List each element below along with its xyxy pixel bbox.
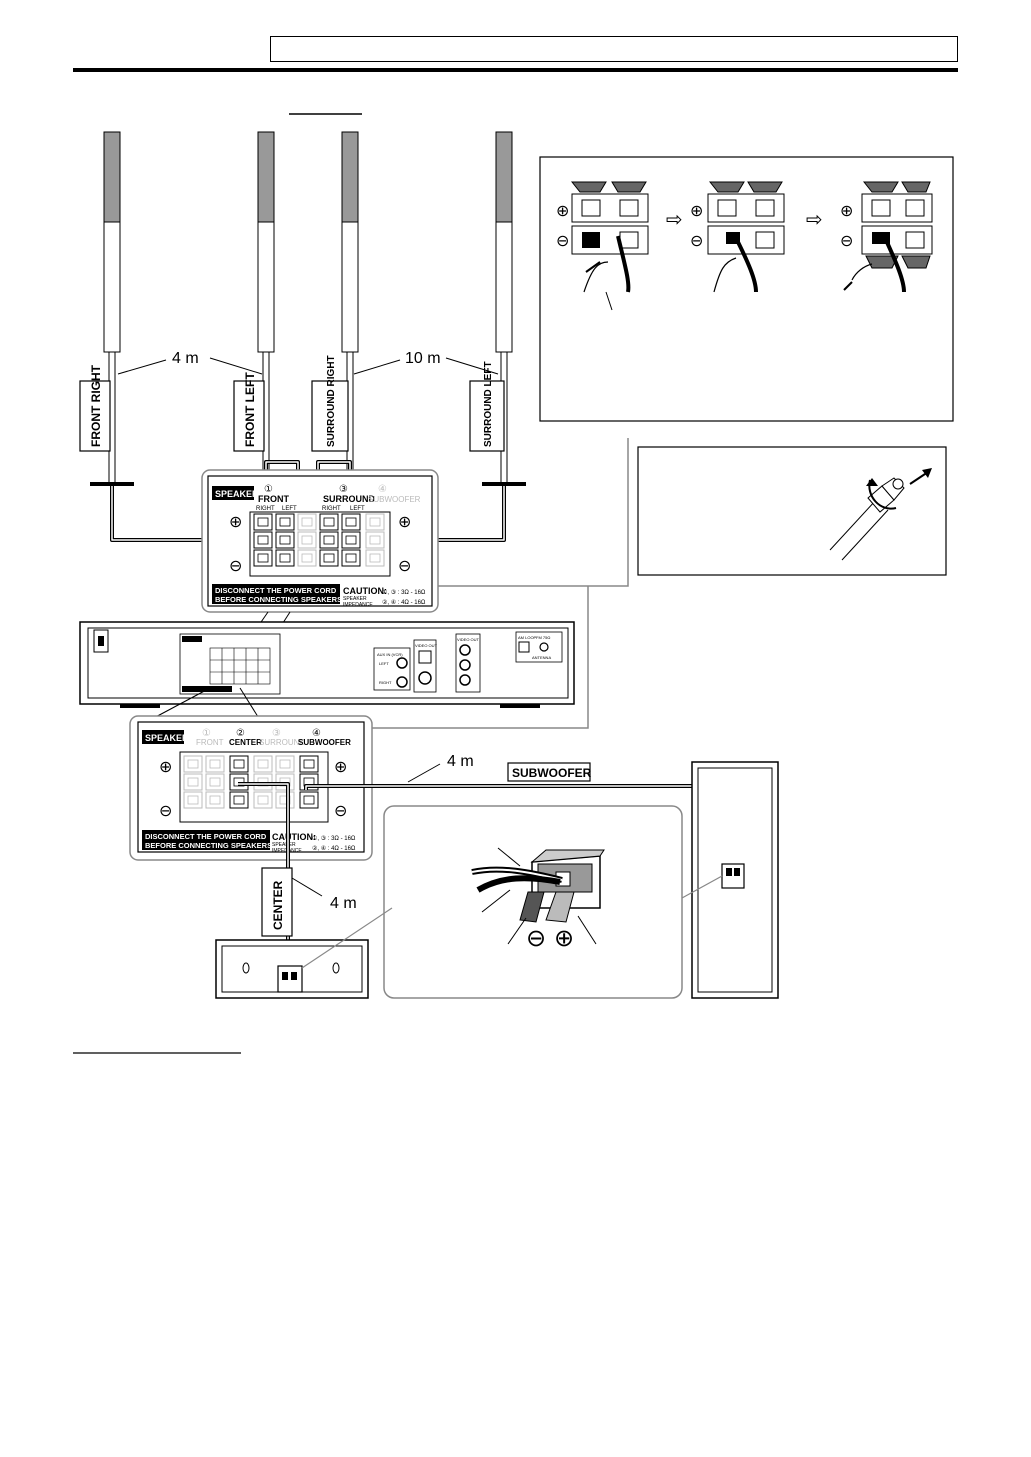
svg-text:②, ④ : 4Ω - 16Ω: ②, ④ : 4Ω - 16Ω: [382, 599, 426, 606]
wire-twist-box: [637, 446, 947, 576]
top-terminal-panel: SPEAKERS ① FRONT RIGHT LEFT ③ SURROUND R…: [201, 469, 439, 613]
svg-text:⊕: ⊕: [229, 514, 242, 531]
svg-text:SURROUND: SURROUND: [323, 494, 376, 504]
svg-text:⊕: ⊕: [690, 203, 703, 220]
svg-text:⊕: ⊕: [159, 759, 172, 776]
svg-text:⊕: ⊕: [840, 203, 853, 220]
svg-text:⊖: ⊖: [229, 558, 242, 575]
front-cable-length: 4 m: [172, 350, 199, 367]
svg-text:①: ①: [202, 728, 211, 739]
svg-text:DISCONNECT THE POWER CORD: DISCONNECT THE POWER CORD: [215, 586, 337, 595]
subwoofer-cabinet: [691, 761, 779, 999]
svg-text:BEFORE CONNECTING SPEAKERS: BEFORE CONNECTING SPEAKERS: [215, 595, 342, 604]
subwoofer-cable-length: 4 m: [447, 753, 474, 770]
subwoofer-label-box: [507, 762, 591, 782]
spring-terminal-detail: ⊖ ⊕: [301, 805, 723, 999]
center-label: CENTER: [271, 880, 285, 930]
front-right-label-box: [79, 380, 111, 452]
step-1-illustration: ⊕ ⊖: [556, 180, 650, 311]
surround-right-label: SURROUND RIGHT: [326, 355, 337, 447]
svg-text:⊖: ⊖: [840, 233, 853, 250]
svg-text:①, ③ : 3Ω - 16Ω: ①, ③ : 3Ω - 16Ω: [382, 589, 426, 596]
svg-text:RIGHT: RIGHT: [322, 506, 341, 512]
svg-text:LEFT: LEFT: [282, 506, 297, 512]
svg-text:FM 75Ω: FM 75Ω: [536, 635, 550, 640]
step-arrow-1: ⇨: [666, 209, 683, 231]
surround-cable-length: 10 m: [405, 350, 441, 367]
svg-text:FRONT: FRONT: [258, 494, 289, 504]
step-arrow-2: ⇨: [806, 209, 823, 231]
front-right-label: FRONT RIGHT: [89, 364, 103, 447]
center-speaker: [215, 939, 369, 999]
svg-text:AUX IN (VCR): AUX IN (VCR): [377, 652, 403, 657]
svg-text:IMPEDANCE: IMPEDANCE: [343, 602, 373, 608]
center-label-box: [261, 867, 293, 937]
header-rule: [73, 68, 958, 72]
step-3-illustration: ⊕ ⊖: [840, 181, 933, 293]
svg-text:⊖: ⊖: [334, 803, 347, 820]
svg-text:RIGHT: RIGHT: [256, 506, 275, 512]
svg-text:⊖: ⊖: [690, 233, 703, 250]
subwoofer-label: SUBWOOFER: [512, 766, 592, 780]
header-box: [270, 36, 958, 62]
svg-text:LEFT: LEFT: [379, 661, 389, 666]
svg-text:①: ①: [264, 484, 273, 495]
top-panel-header: SPEAKERS: [215, 489, 265, 499]
svg-text:LEFT: LEFT: [350, 506, 365, 512]
svg-text:AM LOOP: AM LOOP: [518, 635, 537, 640]
svg-text:⊕: ⊕: [398, 514, 411, 531]
front-left-label: FRONT LEFT: [243, 372, 257, 447]
step-2-illustration: ⊕ ⊖: [690, 181, 785, 293]
svg-text:BEFORE CONNECTING SPEAKERS: BEFORE CONNECTING SPEAKERS: [145, 841, 272, 850]
center-cable-length: 4 m: [330, 895, 357, 912]
receiver-rear-panel: AUX IN (VCR) LEFT RIGHT VIDEO OUT VIDEO …: [79, 621, 575, 708]
bottom-terminal-panel: SPEAKERS ① FRONT ② CENTER ③ SURROUND ④ S…: [129, 715, 373, 861]
svg-text:CENTER: CENTER: [229, 738, 262, 747]
svg-text:①, ③ : 3Ω - 16Ω: ①, ③ : 3Ω - 16Ω: [312, 835, 356, 842]
svg-text:③: ③: [339, 484, 348, 495]
svg-text:④: ④: [378, 484, 387, 495]
surround-left-label: SURROUND LEFT: [483, 361, 494, 447]
svg-text:FRONT: FRONT: [196, 738, 224, 747]
svg-text:VIDEO OUT: VIDEO OUT: [415, 643, 438, 648]
svg-text:③: ③: [272, 728, 281, 739]
svg-text:CAUTION:: CAUTION:: [343, 586, 387, 596]
svg-text:⊖: ⊖: [526, 925, 546, 952]
svg-text:SURROUND: SURROUND: [259, 738, 305, 747]
surround-right-label-box: [311, 380, 349, 452]
svg-text:ANTENNA: ANTENNA: [532, 655, 551, 660]
svg-text:VIDEO OUT: VIDEO OUT: [457, 637, 480, 642]
svg-text:⊕: ⊕: [556, 203, 569, 220]
svg-text:②, ④ : 4Ω - 16Ω: ②, ④ : 4Ω - 16Ω: [312, 845, 356, 852]
svg-text:SPEAKER: SPEAKER: [272, 842, 296, 848]
svg-text:⊕: ⊕: [334, 759, 347, 776]
svg-text:SUBWOOFER: SUBWOOFER: [368, 495, 421, 504]
svg-text:⊖: ⊖: [159, 803, 172, 820]
svg-text:⊕: ⊕: [554, 925, 574, 952]
svg-text:④: ④: [312, 728, 321, 739]
svg-text:SPEAKER: SPEAKER: [343, 596, 367, 602]
svg-text:RIGHT: RIGHT: [379, 680, 392, 685]
surround-left-label-box: [469, 380, 505, 452]
bottom-panel-header: SPEAKERS: [145, 733, 195, 743]
svg-text:⊖: ⊖: [398, 558, 411, 575]
front-left-label-box: [233, 380, 265, 452]
svg-text:⊖: ⊖: [556, 233, 569, 250]
svg-text:SUBWOOFER: SUBWOOFER: [298, 738, 351, 747]
svg-text:DISCONNECT THE POWER CORD: DISCONNECT THE POWER CORD: [145, 832, 267, 841]
svg-text:CAUTION:: CAUTION:: [272, 832, 316, 842]
connection-steps-box: ⊕ ⊖ ⇨ ⊕ ⊖ ⇨: [539, 156, 954, 422]
svg-text:②: ②: [236, 728, 245, 739]
